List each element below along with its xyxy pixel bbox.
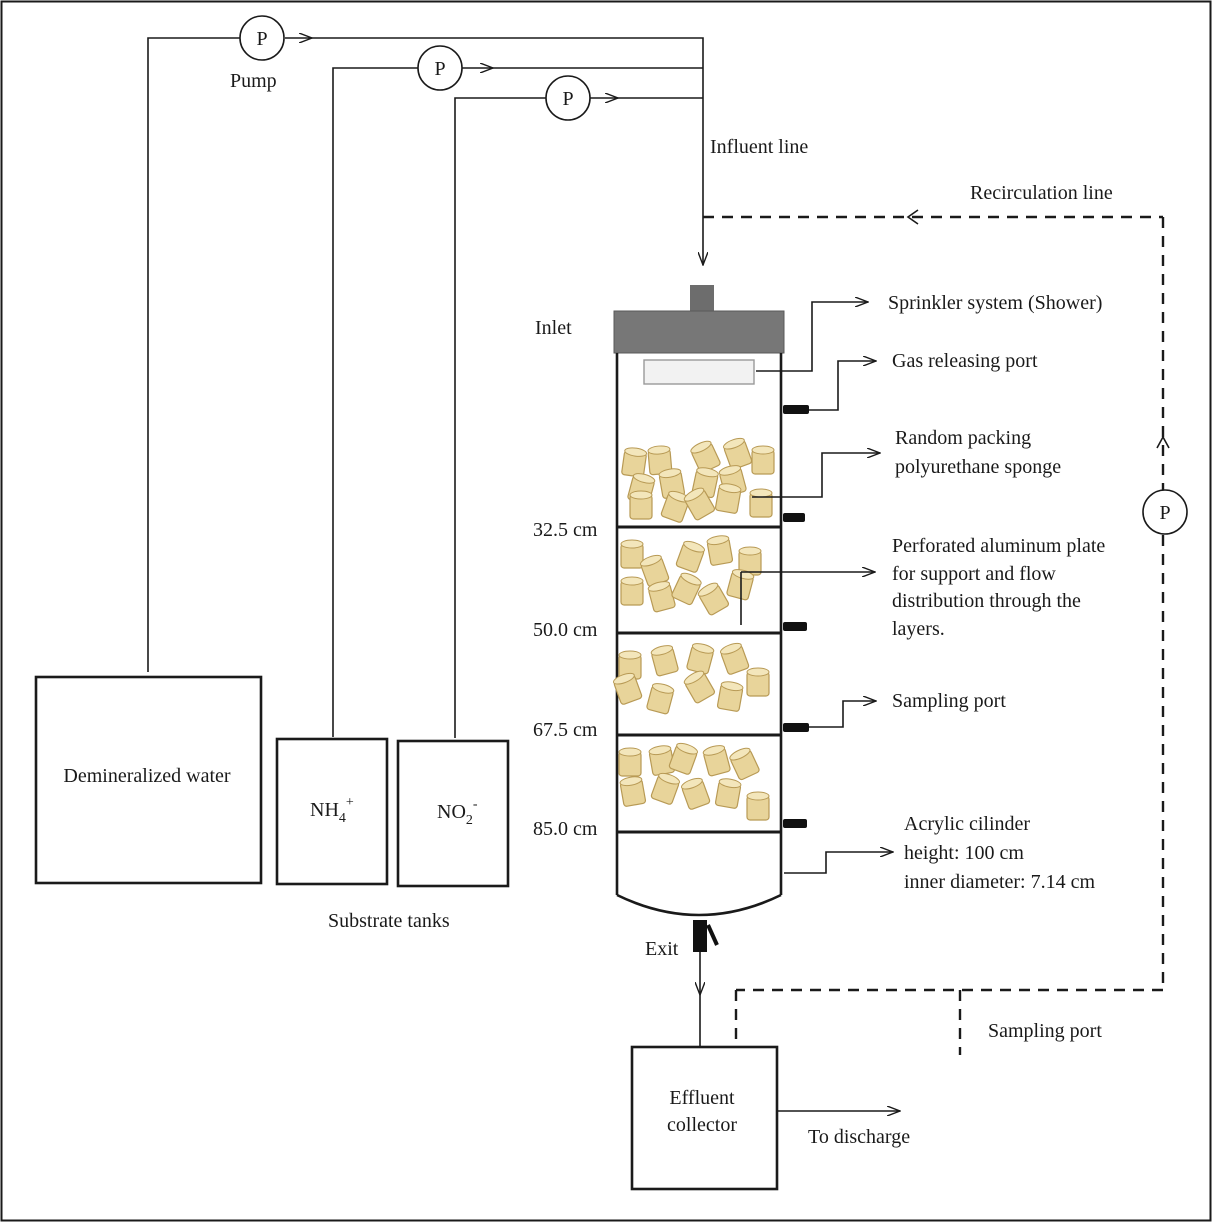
sponge-cube — [751, 445, 775, 475]
plate-label: for support and flow — [892, 563, 1056, 585]
pump-nh4: P — [417, 45, 463, 91]
sponge-cube — [716, 681, 744, 712]
cylinder-label: height: 100 cm — [904, 842, 1024, 864]
cylinder-label: Acrylic cilinder — [904, 813, 1030, 835]
sponge-cube — [746, 667, 770, 697]
exit-valve — [693, 920, 707, 952]
sponge-cube — [675, 540, 706, 573]
sponge-cube — [738, 546, 762, 576]
sponge-cube — [671, 572, 702, 606]
sponge-cube — [612, 672, 643, 705]
sampling-port-2-label: Sampling port — [988, 1020, 1102, 1042]
gas-port — [783, 405, 809, 414]
influent-line-label: Influent line — [710, 136, 808, 158]
inlet-label: Inlet — [535, 317, 572, 339]
sponge-cube — [683, 487, 716, 521]
sponge-cube — [746, 791, 770, 821]
pump-label: Pump — [230, 70, 277, 92]
inlet-nozzle — [690, 285, 714, 311]
discharge-label: To discharge — [808, 1126, 910, 1148]
sponge-cube — [620, 539, 644, 569]
pump-no2: P — [545, 75, 591, 121]
height-label: 50.0 cm — [533, 619, 598, 641]
effluent-label: Effluent — [669, 1087, 735, 1109]
no2-label: NO2- — [437, 797, 478, 828]
nh4-label: NH4+ — [310, 795, 354, 826]
substrate-tanks-label: Substrate tanks — [328, 910, 450, 932]
sponge-cube — [650, 772, 681, 805]
cylinder-label: inner diameter: 7.14 cm — [904, 871, 1095, 893]
sponge-cube — [686, 643, 715, 675]
pump-symbol: P — [256, 28, 267, 50]
plate-label: Perforated aluminum plate — [892, 535, 1105, 557]
sponge-cube — [668, 742, 699, 775]
effluent-label: collector — [667, 1114, 737, 1136]
effluent-collector — [630, 1045, 779, 1191]
demineralized-water-label: Demineralized water — [63, 765, 230, 787]
reactor-lid — [613, 310, 785, 354]
no2-tank — [396, 739, 510, 888]
port — [783, 622, 807, 631]
sponge-cube — [646, 683, 675, 715]
pump-recirculation: P — [1142, 489, 1188, 535]
sponge-cube — [719, 642, 750, 675]
exit-label: Exit — [645, 938, 679, 960]
gas-port-label: Gas releasing port — [892, 350, 1038, 372]
sponge-cube — [729, 747, 760, 781]
sponge-cube — [749, 488, 773, 518]
sponge-cube — [639, 554, 670, 587]
sponge-cube — [706, 535, 734, 566]
sponge-cube — [690, 440, 721, 474]
pump-water: P — [239, 15, 285, 61]
sprinkler-label: Sprinkler system (Shower) — [888, 292, 1102, 314]
recirculation-line-label: Recirculation line — [970, 182, 1113, 204]
height-label: 32.5 cm — [533, 519, 598, 541]
sponge-cube — [722, 437, 753, 470]
sprinkler-head — [643, 359, 755, 385]
sponge-cube — [629, 490, 653, 520]
sponge-cube — [619, 776, 647, 807]
sponge-cube — [683, 670, 716, 704]
packing-label: polyurethane sponge — [895, 456, 1061, 478]
sponge-cube — [726, 569, 755, 601]
sponge-cube — [658, 468, 686, 499]
sponge-cube — [621, 447, 648, 478]
reactor-bottom — [616, 893, 782, 917]
plate-label: distribution through the — [892, 590, 1081, 612]
sponge-cube — [680, 777, 711, 810]
sponge-cube — [697, 582, 730, 616]
sponge-cube — [618, 747, 642, 777]
sampling-port — [783, 723, 809, 732]
recirculation-line — [703, 209, 1170, 1055]
sampling-port-label: Sampling port — [892, 690, 1006, 712]
height-label: 67.5 cm — [533, 719, 598, 741]
port — [783, 513, 805, 522]
sponge-cube — [647, 445, 673, 476]
nh4-tank — [275, 737, 389, 886]
height-label: 85.0 cm — [533, 818, 598, 840]
sponge-cube — [620, 576, 644, 606]
sponge-cube — [650, 645, 679, 677]
feed-lines — [147, 38, 703, 738]
plate-label: layers. — [892, 618, 945, 640]
sponge-cube — [714, 778, 742, 809]
sponge-cube — [714, 483, 742, 514]
pump-symbol: P — [1159, 502, 1170, 524]
pump-symbol: P — [562, 88, 573, 110]
callout-lines — [740, 302, 893, 874]
pump-symbol: P — [434, 58, 445, 80]
port — [783, 819, 807, 828]
sponge-cube — [647, 581, 676, 613]
sponge-cube — [648, 745, 676, 776]
reactor-column — [613, 285, 809, 952]
sponge-packing — [612, 437, 775, 821]
demineralized-water-tank — [34, 675, 263, 885]
packing-label: Random packing — [895, 427, 1031, 449]
sponge-cube — [702, 745, 731, 777]
